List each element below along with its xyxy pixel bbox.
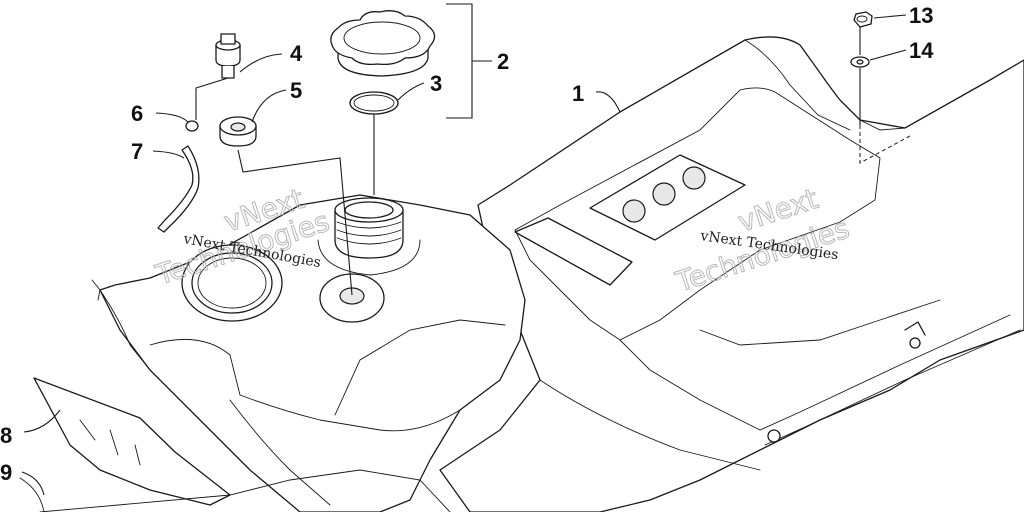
leader-lines: [21, 3, 907, 496]
part-hose-clamp: [185, 120, 199, 132]
part-o-ring: [349, 91, 399, 115]
callout-6: 6: [131, 101, 143, 126]
callout-8: 8: [0, 423, 12, 448]
callout-5: 5: [290, 78, 302, 103]
callout-7: 7: [131, 139, 143, 164]
part-lower-panel: [19, 469, 451, 512]
part-washer: [850, 56, 870, 68]
callout-3: 3: [430, 71, 442, 96]
part-vent-hose: [157, 145, 200, 233]
callout-9: 9: [0, 460, 12, 485]
part-fuel-tank-left: [91, 194, 526, 512]
callout-4: 4: [290, 41, 303, 66]
callout-14: 14: [909, 38, 934, 63]
part-nut: [853, 11, 873, 28]
callout-2: 2: [497, 49, 509, 74]
part-rollover-valve: [215, 33, 241, 79]
part-fuel-cap: [330, 10, 436, 77]
assembly-lines: [195, 27, 911, 296]
callout-1: 1: [572, 81, 584, 106]
callout-13: 13: [909, 3, 933, 28]
part-fuel-tank-main: [439, 36, 1024, 512]
part-grommet: [219, 116, 257, 147]
part-heat-shield: [33, 377, 231, 506]
callout-labels: 1 2 3 4 5 6 7 8 9 13 14: [0, 3, 934, 485]
